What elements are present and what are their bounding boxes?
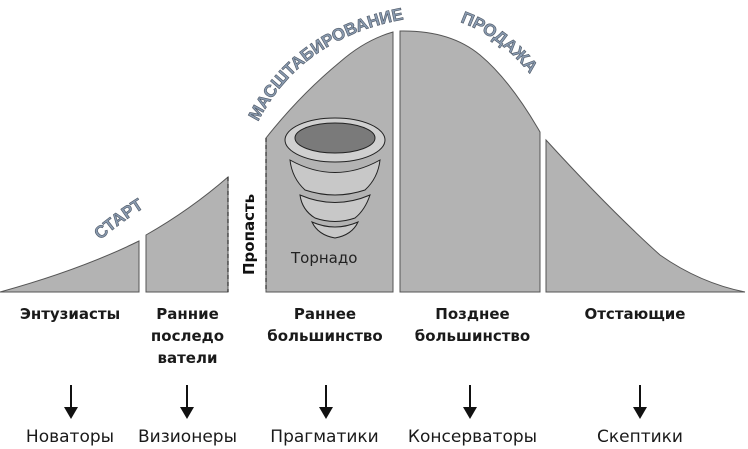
segment-label-innovators: Энтузиасты	[19, 305, 121, 323]
tornado-label: Торнадо	[290, 249, 357, 267]
segment-label-laggards: Отстающие	[584, 305, 686, 323]
arrow-down-icon	[64, 385, 78, 419]
tornado-icon	[284, 117, 386, 239]
role-pragmatists: Прагматики	[270, 427, 379, 447]
segment-innovators-area	[0, 240, 140, 293]
segment-label-early-majority: Раннее большинство	[267, 305, 383, 345]
arrow-down-icon	[180, 385, 194, 419]
svg-text:СТАРТ: СТАРТ	[91, 195, 147, 243]
role-skeptics: Скептики	[597, 427, 683, 447]
role-visionaries: Визионеры	[138, 427, 237, 447]
chasm-label: Пропасть	[240, 194, 258, 275]
arrow-down-icon	[463, 385, 477, 419]
arrow-down-icon	[633, 385, 647, 419]
segment-early-adopters-area	[145, 175, 229, 293]
role-innovators: Новаторы	[25, 427, 115, 447]
start-label: СТАРТ	[90, 194, 147, 243]
segment-label-late-majority: Позднее большинство	[414, 305, 531, 345]
arrow-down-icon	[319, 385, 333, 419]
segment-label-early-adopters: Ранние последо ватели	[150, 305, 225, 367]
role-conservatives: Консерваторы	[407, 427, 538, 447]
segment-late-majority-area	[399, 30, 541, 293]
segment-laggards-area	[545, 138, 746, 293]
